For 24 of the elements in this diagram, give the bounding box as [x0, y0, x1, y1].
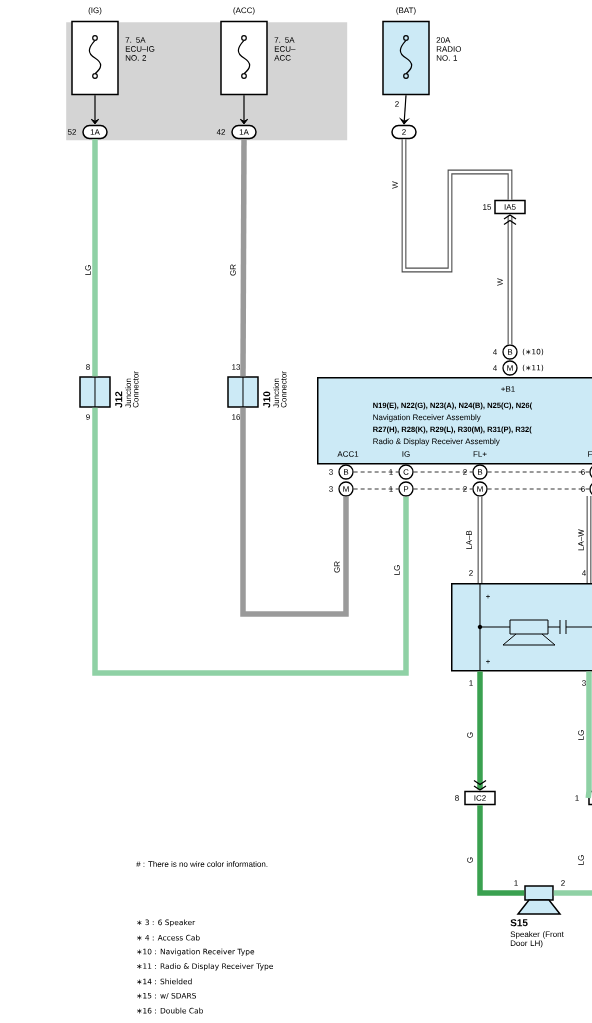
alternate-pin-line [413, 488, 473, 490]
wire [240, 407, 349, 617]
alternate-pin-line [487, 488, 590, 490]
arrow [90, 94, 100, 125]
arrow [239, 94, 249, 125]
wire [401, 139, 513, 273]
wire [473, 671, 487, 791]
alternate-pin-line [413, 471, 473, 473]
wire [240, 139, 247, 377]
connector-code: J10 [263, 391, 271, 408]
wire [503, 214, 517, 345]
wire [477, 805, 525, 896]
wire [586, 493, 592, 583]
arrow [400, 94, 409, 125]
connector-code: J12 [115, 391, 123, 408]
alternate-pin-line [353, 488, 399, 490]
wire [553, 890, 592, 896]
part-code: S15 [510, 919, 528, 927]
wire [477, 496, 483, 583]
alternate-pin-line [487, 471, 590, 473]
alternate-pin-line [353, 471, 399, 473]
wire [585, 671, 592, 799]
wire [92, 139, 98, 377]
wire [92, 407, 409, 676]
